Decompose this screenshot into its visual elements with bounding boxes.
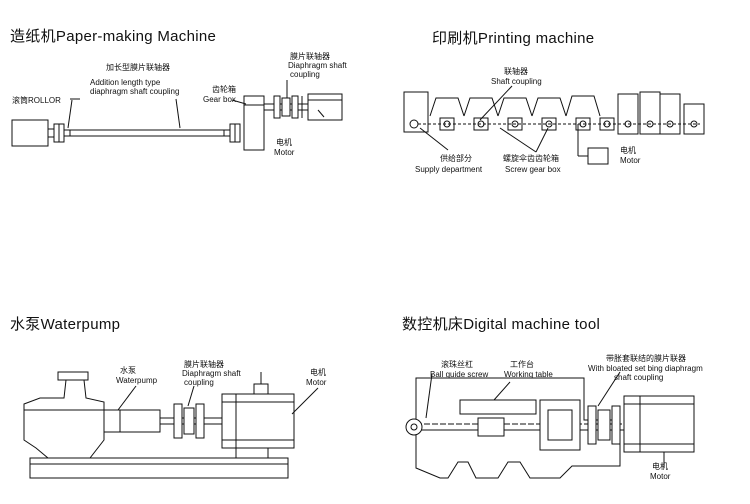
print-motor-label-en: Motor bbox=[620, 156, 641, 165]
cnc-drawing bbox=[405, 371, 695, 479]
supply-label-cn: 供给部分 bbox=[440, 154, 472, 163]
cnc-coupling-2 bbox=[597, 409, 611, 441]
pump-base bbox=[29, 457, 289, 479]
long-shaft bbox=[63, 129, 231, 137]
screw-gearbox-label-cn: 螺旋伞齿齿轮箱 bbox=[503, 154, 559, 163]
ext-coupling-label-cn: 加长型膜片联轴器 bbox=[106, 63, 170, 72]
ext-coupling-label-en2: diaphragm shaft coupling bbox=[90, 87, 180, 96]
print-coupling-label-en: Shaft coupling bbox=[491, 77, 542, 86]
pump-diaphragm-label-en2: coupling bbox=[184, 378, 214, 387]
tower-6 bbox=[617, 93, 639, 135]
bloated-coupling-label-en2: shaft coupling bbox=[614, 373, 664, 382]
pump-coupling-1 bbox=[173, 403, 183, 439]
pump-coupling-2 bbox=[183, 407, 195, 435]
supply-label-en: Supply department bbox=[415, 165, 483, 174]
cnc-motor-label-en: Motor bbox=[650, 472, 671, 481]
paper-machine-drawing bbox=[11, 80, 343, 151]
pump-label-cn: 水泵 bbox=[120, 366, 136, 375]
tower-7 bbox=[639, 91, 661, 135]
diaphragm-coupling-2 bbox=[281, 97, 291, 117]
paper-motor bbox=[307, 93, 343, 121]
screw-gearbox-label-en: Screw gear box bbox=[505, 165, 561, 174]
ball-screw-label-en: Ball guide screw bbox=[430, 370, 489, 379]
paper-diaphragm-label-en2: coupling bbox=[290, 70, 320, 79]
tower-5 bbox=[565, 95, 601, 117]
waterpump-title: 水泵Waterpump bbox=[10, 316, 121, 333]
gearbox-label-cn: 齿轮箱 bbox=[212, 85, 236, 94]
tower-4 bbox=[531, 97, 567, 117]
diaphragm-coupling-1 bbox=[273, 95, 281, 119]
printing-motor bbox=[587, 147, 609, 165]
print-coupling-label-cn: 联轴器 bbox=[504, 67, 528, 76]
paper-diaphragm-label-en1: Diaphragm shaft bbox=[288, 61, 347, 70]
pump-motor-label-en: Motor bbox=[306, 378, 327, 387]
cnc-title: 数控机床Digital machine tool bbox=[402, 316, 601, 333]
diaphragm-coupling-3 bbox=[291, 95, 299, 119]
pump-coupling-3 bbox=[195, 403, 205, 439]
tower-1 bbox=[429, 97, 465, 117]
waterpump-drawing bbox=[23, 371, 319, 479]
pump-diaphragm-label-cn: 膜片联轴器 bbox=[184, 360, 224, 369]
paper-title: 造纸机Paper-making Machine bbox=[10, 28, 217, 45]
tower-2 bbox=[463, 97, 499, 117]
paper-motor-label-en: Motor bbox=[274, 148, 295, 157]
pump-diaphragm-label-en1: Diaphragm shaft bbox=[182, 369, 241, 378]
ext-coupling-label-en1: Addition length type bbox=[90, 78, 161, 87]
pump-casing bbox=[23, 379, 105, 459]
bloated-coupling-label-en1: With bloated set bing diaphragm bbox=[588, 364, 703, 373]
paper-diaphragm-label-cn: 膜片联轴器 bbox=[290, 52, 330, 61]
paper-motor-label-cn: 电机 bbox=[276, 138, 292, 147]
tower-9 bbox=[683, 103, 705, 135]
pump-motor-label-cn: 电机 bbox=[310, 368, 326, 377]
pump-motor bbox=[221, 393, 295, 449]
pump-label-en: Waterpump bbox=[116, 376, 158, 385]
printing-machine-drawing bbox=[403, 85, 705, 165]
cnc-coupling-3 bbox=[611, 405, 621, 445]
gearbox-label-en: Gear box bbox=[203, 95, 236, 104]
bloated-coupling-label-cn: 带胀套联结的膜片联器 bbox=[606, 354, 686, 363]
roller bbox=[11, 119, 49, 147]
cnc-motor-label-cn: 电机 bbox=[652, 462, 668, 471]
cnc-motor bbox=[623, 395, 695, 453]
cnc-coupling-1 bbox=[587, 405, 597, 445]
table-label-cn: 工作台 bbox=[510, 360, 534, 369]
tower-8 bbox=[659, 93, 681, 135]
supply-box bbox=[403, 91, 429, 133]
printing-title: 印刷机Printing machine bbox=[432, 30, 595, 47]
gear-box bbox=[243, 95, 265, 151]
print-motor-label-cn: 电机 bbox=[620, 146, 636, 155]
ball-screw-label-cn: 滚珠丝杠 bbox=[441, 360, 473, 369]
working-table bbox=[459, 399, 537, 415]
tower-3 bbox=[497, 97, 533, 117]
roller-label: 滚筒ROLLOR bbox=[12, 96, 61, 105]
table-label-en: Working table bbox=[504, 370, 553, 379]
